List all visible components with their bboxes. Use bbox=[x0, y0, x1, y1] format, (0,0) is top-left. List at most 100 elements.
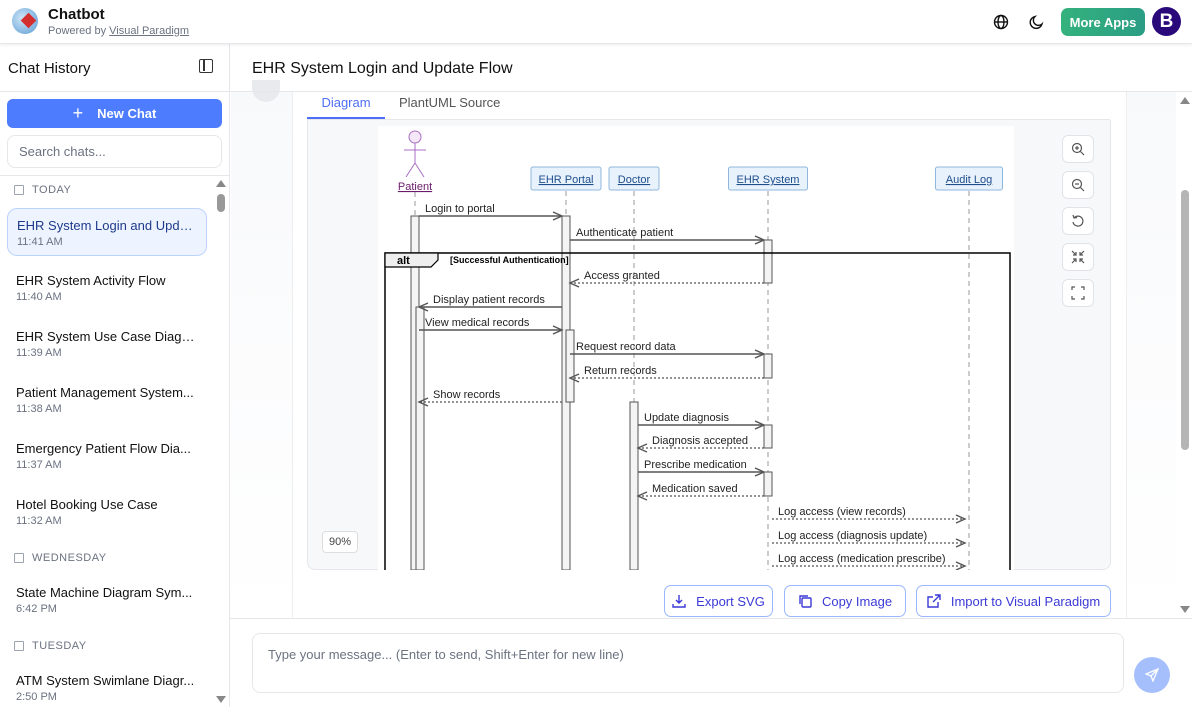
zoom-level: 90% bbox=[322, 531, 358, 553]
actor-body bbox=[404, 143, 426, 178]
new-chat-label: New Chat bbox=[97, 106, 157, 121]
new-chat-button[interactable]: + New Chat bbox=[7, 99, 222, 128]
message-label: Show records bbox=[433, 389, 501, 401]
copy-image-button[interactable]: Copy Image bbox=[784, 585, 906, 617]
arrowhead bbox=[636, 491, 648, 501]
fit-button[interactable] bbox=[1062, 243, 1094, 271]
chat-item[interactable]: Patient Management System... 11:38 AM bbox=[7, 376, 207, 424]
scroll-up-icon[interactable] bbox=[216, 180, 226, 187]
arrowhead bbox=[552, 211, 564, 221]
reset-zoom-button[interactable] bbox=[1062, 207, 1094, 235]
tab-divider bbox=[307, 119, 1110, 120]
search-chats-input[interactable] bbox=[7, 135, 222, 168]
divider bbox=[230, 91, 1192, 92]
arrowhead bbox=[417, 302, 429, 312]
import-to-visual-paradigm-button[interactable]: Import to Visual Paradigm bbox=[916, 585, 1111, 617]
calendar-icon bbox=[14, 553, 24, 563]
chat-title: EHR System Use Case Diagram bbox=[16, 329, 198, 344]
arrowhead bbox=[955, 538, 967, 548]
scroll-thumb[interactable] bbox=[217, 194, 225, 212]
chat-title: Patient Management System... bbox=[16, 385, 194, 400]
message-label: Log access (view records) bbox=[778, 506, 906, 518]
visual-paradigm-link[interactable]: Visual Paradigm bbox=[109, 25, 190, 37]
visual-paradigm-logo bbox=[12, 8, 38, 34]
message-label: Return records bbox=[584, 365, 657, 377]
arrowhead bbox=[636, 443, 648, 453]
actor-head bbox=[408, 130, 422, 144]
fragment-label-box bbox=[384, 252, 439, 268]
import-label: Import to Visual Paradigm bbox=[950, 593, 1101, 609]
message-input[interactable] bbox=[252, 633, 1124, 693]
page-title: EHR System Login and Update Flow bbox=[252, 60, 513, 77]
external-link-icon bbox=[927, 594, 941, 608]
copy-icon bbox=[799, 595, 812, 608]
arrowhead bbox=[955, 514, 967, 524]
arrowhead bbox=[955, 561, 967, 571]
chat-title: EHR System Activity Flow bbox=[16, 273, 166, 288]
chat-time: 2:50 PM bbox=[16, 691, 57, 703]
divider bbox=[0, 91, 230, 92]
scroll-down-icon[interactable] bbox=[1180, 606, 1190, 613]
message-label: Log access (medication prescribe) bbox=[778, 553, 946, 565]
scroll-up-icon[interactable] bbox=[1180, 97, 1190, 104]
globe-icon[interactable] bbox=[990, 11, 1012, 33]
main-scrollbar[interactable] bbox=[1178, 92, 1192, 618]
message-label: Login to portal bbox=[425, 203, 495, 215]
send-button[interactable] bbox=[1134, 657, 1170, 693]
chat-item[interactable]: ATM System Swimlane Diagr... 2:50 PM bbox=[7, 664, 207, 707]
tab-plantuml-source[interactable]: PlantUML Source bbox=[399, 95, 501, 110]
message-label: Request record data bbox=[576, 341, 677, 353]
export-svg-button[interactable]: Export SVG bbox=[664, 585, 773, 617]
chat-history-sidebar: Chat History + New Chat TODAY EHR System … bbox=[0, 44, 230, 707]
scroll-thumb[interactable] bbox=[1181, 190, 1189, 450]
avatar[interactable]: B bbox=[1152, 7, 1181, 36]
powered-by: Powered by Visual Paradigm bbox=[48, 25, 189, 37]
chat-history-list: TODAY EHR System Login and Upda...11:41 … bbox=[0, 176, 214, 707]
tab-diagram[interactable]: Diagram bbox=[307, 95, 385, 119]
arrowhead bbox=[754, 235, 766, 245]
chat-item[interactable]: State Machine Diagram Sym...6:42 PM bbox=[7, 576, 207, 624]
group-header: TODAY bbox=[14, 184, 71, 196]
fullscreen-icon bbox=[1071, 286, 1085, 300]
message-label: View medical records bbox=[425, 317, 530, 329]
chat-time: 11:38 AM bbox=[16, 403, 62, 415]
chat-title: ATM System Swimlane Diagr... bbox=[16, 673, 195, 688]
chat-title: Emergency Patient Flow Dia... bbox=[16, 441, 191, 456]
sidebar-title: Chat History bbox=[8, 60, 91, 77]
chat-item[interactable]: Emergency Patient Flow Dia...11:37 AM bbox=[7, 432, 207, 480]
zoom-in-button[interactable] bbox=[1062, 135, 1094, 163]
divider bbox=[230, 618, 1192, 619]
rotate-ccw-icon bbox=[1072, 214, 1084, 227]
zoom-out-button[interactable] bbox=[1062, 171, 1094, 199]
activation-bar bbox=[763, 424, 773, 449]
sidebar-scrollbar[interactable] bbox=[215, 180, 227, 705]
shrink-icon bbox=[1071, 250, 1085, 264]
moon-icon[interactable] bbox=[1026, 11, 1048, 33]
chat-title: Hotel Booking Use Case bbox=[16, 497, 158, 512]
activation-bar bbox=[763, 239, 773, 284]
arrowhead bbox=[417, 397, 429, 407]
message-label: Medication saved bbox=[652, 483, 738, 495]
sidebar-toggle-icon[interactable] bbox=[199, 59, 213, 73]
chat-time: 11:41 AM bbox=[17, 236, 63, 248]
more-apps-button[interactable]: More Apps bbox=[1061, 8, 1145, 36]
fullscreen-button[interactable] bbox=[1062, 279, 1094, 307]
participant-label: EHR Portal bbox=[538, 174, 593, 186]
fragment-guard: [Successful Authentication] bbox=[450, 255, 569, 265]
activation-bar bbox=[565, 329, 575, 403]
message-label: Authenticate patient bbox=[576, 227, 673, 239]
participant-box bbox=[530, 166, 602, 191]
fragment-operator: alt bbox=[397, 255, 410, 267]
arrowhead bbox=[552, 325, 564, 335]
calendar-icon bbox=[14, 185, 24, 195]
chat-item[interactable]: EHR System Login and Upda...11:41 AM bbox=[7, 208, 207, 256]
activation-bar bbox=[763, 353, 773, 379]
message-label: Prescribe medication bbox=[644, 459, 747, 471]
plus-icon: + bbox=[72, 103, 84, 123]
download-icon bbox=[672, 595, 686, 608]
group-label: TUESDAY bbox=[32, 640, 87, 652]
scroll-down-icon[interactable] bbox=[216, 696, 226, 703]
